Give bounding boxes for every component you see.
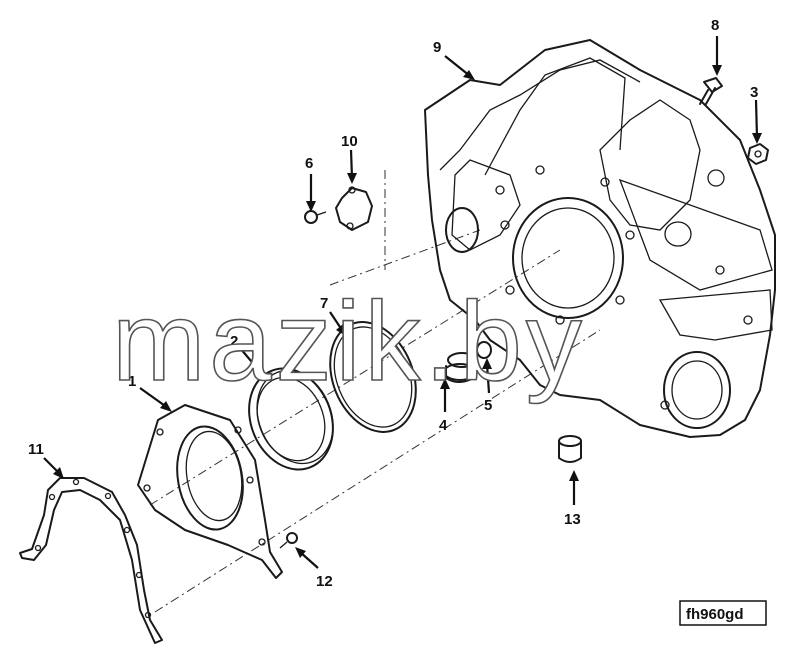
screw-6 — [304, 210, 327, 224]
callout-label-6: 6 — [305, 155, 313, 172]
seal-ring-7 — [329, 321, 417, 433]
dowel-13 — [558, 435, 582, 463]
callout-label-11: 11 — [28, 441, 44, 458]
callout-arrows — [43, 36, 762, 569]
gasket-11 — [19, 477, 163, 644]
nut-3 — [747, 143, 769, 165]
callout-label-3: 3 — [750, 84, 758, 101]
oil-seal-2 — [248, 367, 334, 471]
o-ring-5 — [476, 341, 492, 359]
flywheel-housing-9 — [424, 39, 776, 438]
callout-label-8: 8 — [711, 17, 719, 34]
bolt-12 — [279, 532, 298, 549]
bolt-8 — [699, 77, 723, 105]
callout-label-9: 9 — [433, 39, 441, 56]
callout-label-1: 1 — [128, 373, 136, 390]
drawing-code: fh960gd — [686, 606, 744, 623]
watermark: mazik.by — [112, 279, 586, 404]
callout-label-4: 4 — [439, 417, 448, 434]
callout-label-10: 10 — [341, 133, 358, 150]
callout-label-2: 2 — [230, 333, 238, 350]
callout-labels: 1 2 3 4 5 6 7 8 9 10 11 12 13 — [28, 17, 758, 590]
callout-label-12: 12 — [316, 573, 333, 590]
callout-label-5: 5 — [484, 397, 492, 414]
callout-label-7: 7 — [320, 295, 328, 312]
seal-housing-1 — [137, 404, 283, 579]
plug-4 — [443, 352, 477, 383]
cover-plate-10 — [335, 186, 373, 231]
drawing-code-box: fh960gd — [679, 600, 767, 626]
assembly-axis-lines — [149, 170, 601, 613]
callout-label-13: 13 — [564, 511, 581, 528]
